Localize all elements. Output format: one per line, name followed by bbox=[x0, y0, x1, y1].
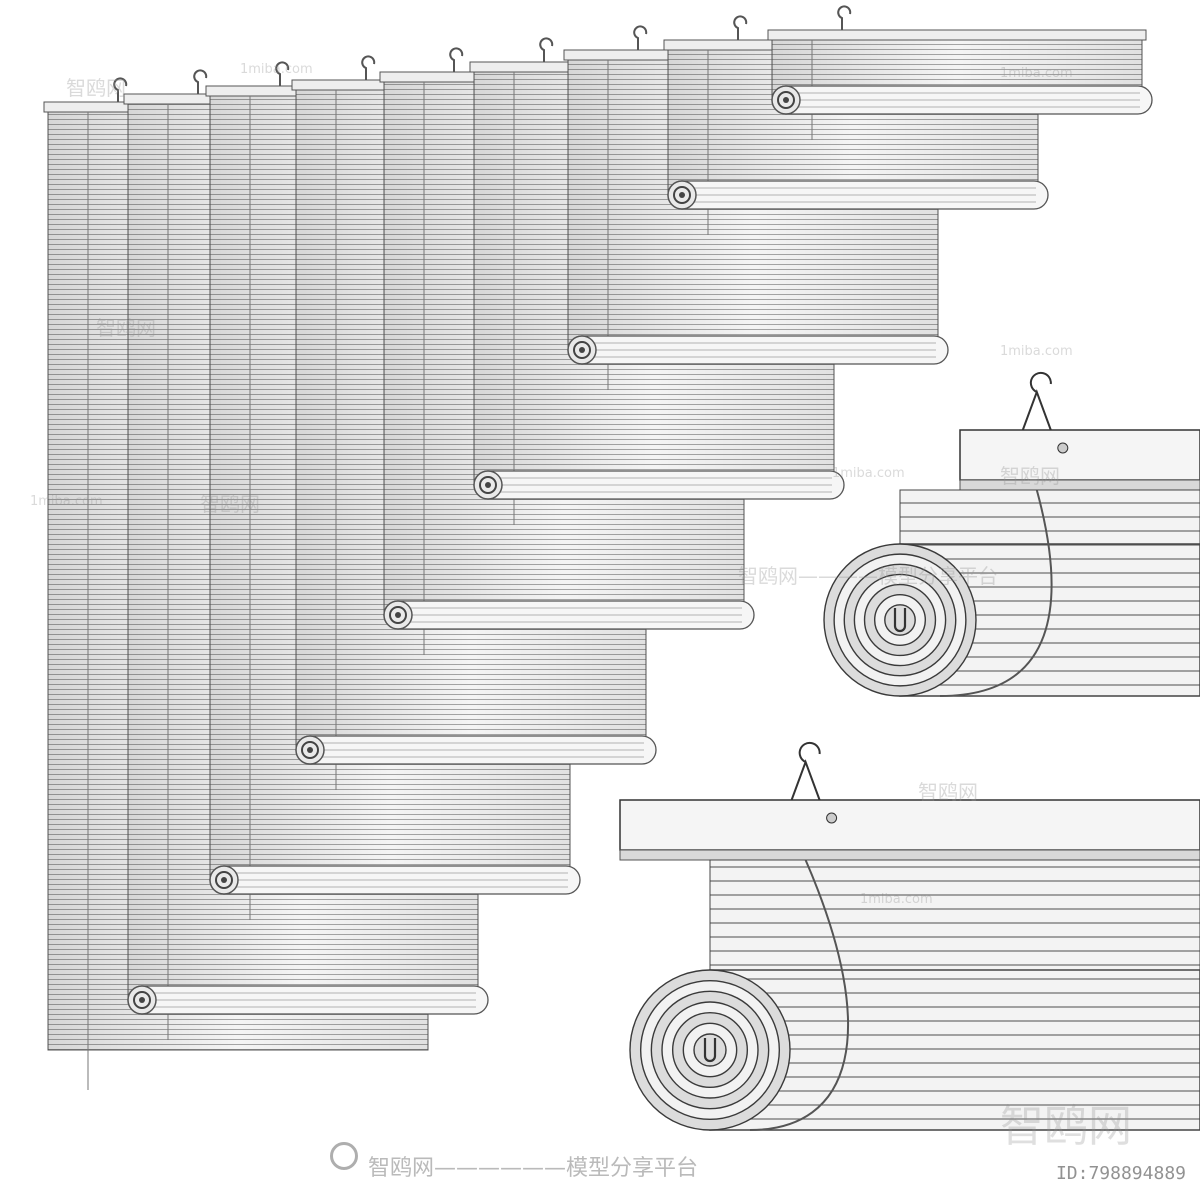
roll-spiral bbox=[573, 341, 591, 359]
hanging-hook-icon bbox=[193, 69, 208, 94]
roll-core bbox=[783, 97, 789, 103]
roll-core bbox=[395, 612, 401, 618]
roll-spiral bbox=[133, 991, 151, 1009]
roll-core bbox=[307, 747, 313, 753]
bracket-screw bbox=[826, 812, 838, 824]
roll-core bbox=[579, 347, 585, 353]
image-id-label: ID:798894889 bbox=[1055, 1163, 1186, 1184]
ceiling-hook-icon bbox=[790, 741, 821, 801]
close-up-rail bbox=[619, 799, 1200, 851]
hanging-hook-icon bbox=[449, 47, 464, 72]
end-clip-icon bbox=[893, 608, 907, 633]
roll-spiral bbox=[389, 606, 407, 624]
close-up-roll-upper bbox=[823, 371, 1200, 697]
roll-core bbox=[139, 997, 145, 1003]
bracket-screw bbox=[1057, 442, 1069, 454]
roll-core bbox=[221, 877, 227, 883]
hanging-hook-icon bbox=[733, 15, 748, 40]
roll-spiral bbox=[673, 186, 691, 204]
roll-spiral bbox=[479, 476, 497, 494]
roll-core bbox=[485, 482, 491, 488]
hanging-hook-icon bbox=[275, 61, 290, 86]
hanging-hook-icon bbox=[539, 37, 554, 62]
brand-logo-icon bbox=[330, 1142, 358, 1170]
head-rail bbox=[767, 29, 1147, 41]
ceiling-hook-icon bbox=[1021, 371, 1052, 431]
close-up-rail-lip bbox=[619, 849, 1200, 861]
hanging-hook-icon bbox=[837, 5, 852, 30]
blind-panel bbox=[767, 5, 1153, 140]
close-up-roll-ring bbox=[884, 604, 916, 636]
roll-spiral bbox=[777, 91, 795, 109]
close-up-rail-lip bbox=[959, 479, 1200, 491]
roll-spiral bbox=[215, 871, 233, 889]
tie-cord bbox=[939, 489, 1053, 697]
close-up-roll-lower bbox=[619, 741, 1200, 1131]
roll-core bbox=[679, 192, 685, 198]
end-clip-icon bbox=[703, 1038, 717, 1063]
hanging-hook-icon bbox=[633, 25, 648, 50]
hanging-hook-icon bbox=[113, 77, 128, 102]
hanging-hook-icon bbox=[361, 55, 376, 80]
roll-spiral bbox=[301, 741, 319, 759]
close-up-bundle bbox=[709, 969, 1200, 1131]
close-up-roll-ring bbox=[693, 1033, 727, 1067]
tie-cord bbox=[749, 859, 849, 1131]
close-up-rail bbox=[959, 429, 1200, 481]
